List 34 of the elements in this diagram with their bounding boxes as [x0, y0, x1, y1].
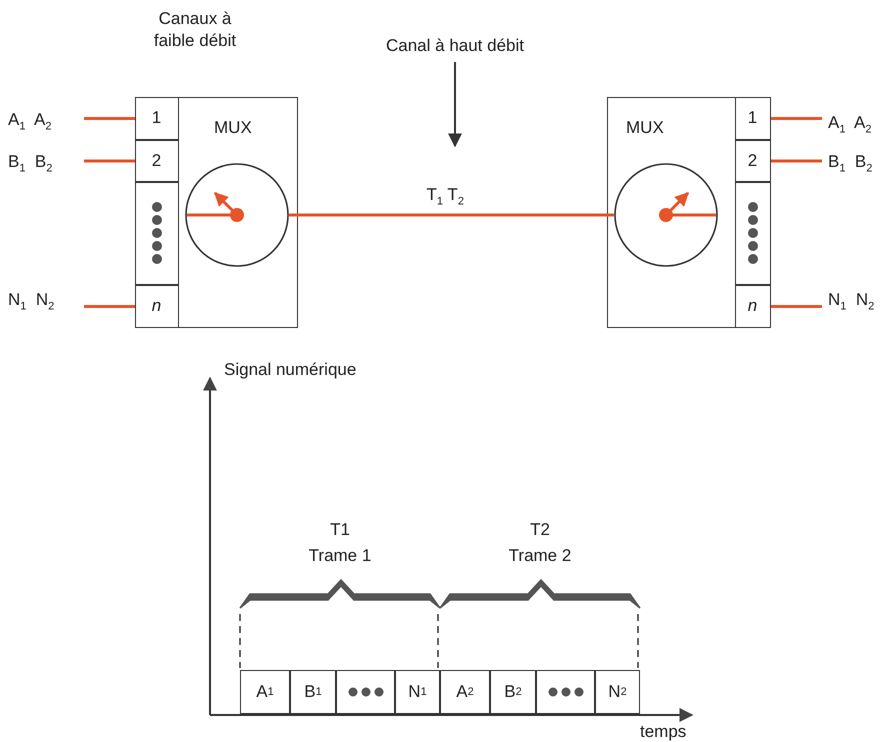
- channel-slot: n: [134, 284, 178, 328]
- mux-label: MUX: [214, 118, 252, 138]
- switch-circle: [184, 162, 288, 266]
- connector-line: [84, 305, 135, 308]
- connector-line: [84, 117, 135, 120]
- signal-label: A$_{1}$ A$_{2}$: [828, 111, 893, 135]
- connector-line: [289, 214, 614, 216]
- signal-label: B$_{1}$ B$_{2}$: [8, 150, 80, 174]
- channel-slot: 2: [134, 140, 178, 182]
- signal-label: A$_{1}$ A$_{2}$: [8, 108, 80, 132]
- channel-slot: 2: [734, 140, 770, 182]
- frame-number: T1: [329, 520, 351, 540]
- connector-line: [771, 305, 822, 308]
- channel-label: Canal à haut débit: [365, 34, 545, 58]
- channel-slot: 1: [134, 96, 178, 140]
- axis-label: temps: [640, 722, 686, 742]
- frame-name: Trame 2: [508, 546, 572, 566]
- axis-label: Signal numérique: [224, 360, 356, 380]
- connector-line: [84, 160, 135, 162]
- channel-slot: n: [734, 284, 770, 328]
- group-heading: Canaux à faible débit: [152, 8, 238, 52]
- channel-slot: 1: [734, 96, 770, 140]
- mux-label: MUX: [626, 118, 664, 138]
- arrow: [448, 62, 462, 148]
- frame-number: T2: [529, 520, 551, 540]
- signal-label: N$_{1}$ N$_{2}$: [828, 288, 893, 312]
- signal-label: B$_{1}$ B$_{2}$: [828, 150, 893, 174]
- connector-line: [771, 160, 822, 162]
- frame-name: Trame 1: [308, 546, 372, 566]
- multiplexer-box: [135, 97, 298, 328]
- signal-label: N$_{1}$ N$_{2}$: [8, 288, 80, 312]
- connector-line: [771, 117, 822, 120]
- multiplexer-box: [607, 97, 771, 328]
- switch-circle: [614, 162, 718, 266]
